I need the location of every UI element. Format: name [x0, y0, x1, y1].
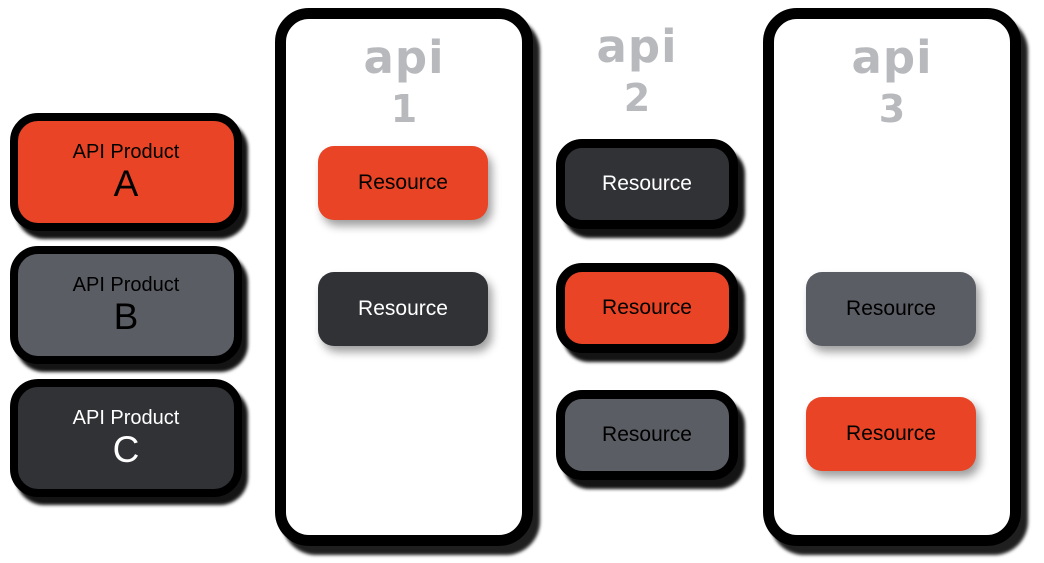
- api-2-resource-3: Resource: [556, 390, 738, 480]
- api-2-number: 2: [623, 76, 651, 120]
- api-3-header: api 3: [774, 31, 1010, 131]
- api-product-b-label: API Product: [72, 274, 180, 296]
- api-product-a-box: API Product A: [10, 113, 242, 231]
- api-product-c-box: API Product C: [10, 379, 242, 497]
- api-product-a-label: API Product: [72, 141, 180, 163]
- api-1-container: api 1: [275, 8, 533, 546]
- api-1-number: 1: [390, 87, 418, 131]
- api-product-a-letter: A: [113, 163, 139, 204]
- api-2-word: api: [596, 20, 678, 73]
- api-3-word: api: [851, 31, 933, 84]
- api-3-resource-2: Resource: [806, 397, 976, 471]
- api-product-c-letter: C: [112, 429, 140, 470]
- api-1-header: api 1: [286, 31, 522, 131]
- api-product-b-letter: B: [113, 296, 139, 337]
- api-2-resource-2: Resource: [556, 263, 738, 353]
- api-1-resource-2: Resource: [318, 272, 488, 346]
- api-3-number: 3: [878, 87, 906, 131]
- api-1-word: api: [363, 31, 445, 84]
- api-1-resource-1: Resource: [318, 146, 488, 220]
- api-product-b-box: API Product B: [10, 246, 242, 364]
- api-product-c-label: API Product: [72, 407, 180, 429]
- api-3-resource-1: Resource: [806, 272, 976, 346]
- api-2-resource-1: Resource: [556, 139, 738, 229]
- api-2-header: api 2: [547, 20, 727, 120]
